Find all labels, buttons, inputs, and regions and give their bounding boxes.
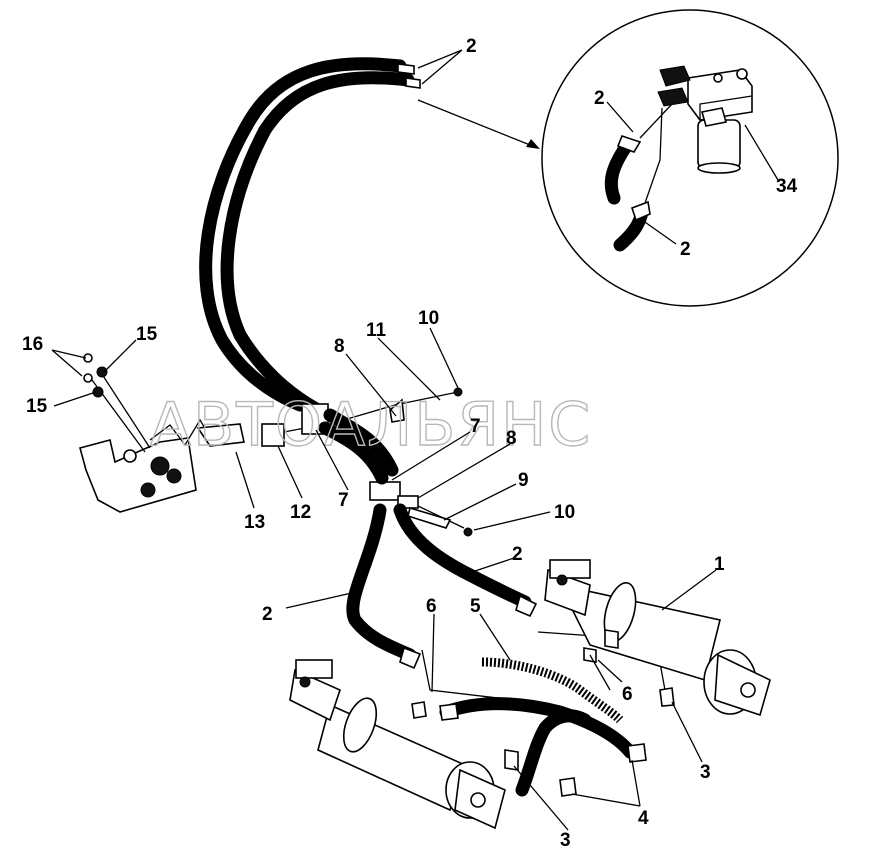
callout-15-top: 15 xyxy=(136,324,158,345)
callout-3-right: 3 xyxy=(700,762,711,783)
callout-2-left: 2 xyxy=(262,604,273,625)
callout-6-right: 6 xyxy=(622,684,633,705)
callout-10-bottom: 10 xyxy=(554,502,575,523)
callout-16: 16 xyxy=(22,334,43,355)
callout-11: 11 xyxy=(366,320,387,341)
fittings xyxy=(411,629,675,719)
callout-1: 1 xyxy=(714,554,725,575)
upper-hose-pair xyxy=(199,57,421,417)
watermark-text: АВТОАЛЬЯНС xyxy=(150,390,592,460)
bracket-assembly xyxy=(79,353,306,513)
callout-3-bottom: 3 xyxy=(560,830,571,851)
callout-2-inset-bottom: 2 xyxy=(680,239,691,260)
callout-9: 9 xyxy=(518,470,529,491)
callout-12: 12 xyxy=(290,502,311,523)
callout-7-right: 7 xyxy=(470,416,481,437)
callout-6-left: 6 xyxy=(426,596,437,617)
callout-7-left: 7 xyxy=(338,490,349,511)
callout-8-top: 8 xyxy=(334,336,345,357)
cylinder-right xyxy=(544,559,771,717)
callout-2-inset-top: 2 xyxy=(594,88,605,109)
callout-5: 5 xyxy=(470,596,481,617)
leader-lines xyxy=(51,49,779,831)
callout-34: 34 xyxy=(776,176,798,197)
callout-2-middle: 2 xyxy=(512,544,523,565)
lower-hoses xyxy=(346,503,666,797)
callout-2-top: 2 xyxy=(466,36,477,57)
callout-10-top: 10 xyxy=(418,308,439,329)
callout-8-right: 8 xyxy=(506,428,517,449)
detail-inset xyxy=(541,9,839,307)
callout-13: 13 xyxy=(244,512,265,533)
callout-labels: 2 2 34 2 10 11 8 16 15 15 7 8 9 10 13 12… xyxy=(22,36,798,851)
cylinder-left xyxy=(289,659,519,830)
callout-4: 4 xyxy=(638,808,649,829)
inset-arrow xyxy=(417,99,540,149)
callout-15-bottom: 15 xyxy=(26,396,48,417)
